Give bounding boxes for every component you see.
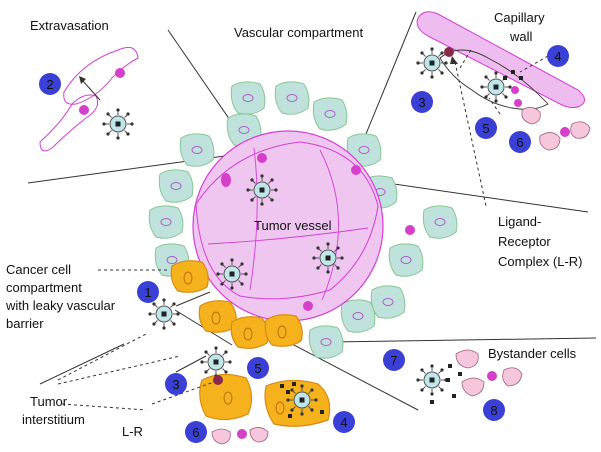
label-cancer-cell-4: barrier bbox=[6, 316, 44, 331]
number-badge-6-top: 6 bbox=[509, 131, 531, 153]
bystander-immune-cell bbox=[415, 363, 449, 397]
number-badge-7: 7 bbox=[383, 349, 405, 371]
svg-text:4: 4 bbox=[554, 49, 561, 64]
bystander-inset bbox=[415, 349, 523, 404]
number-badge-1: 1 bbox=[137, 281, 159, 303]
number-badge-5-bottom: 5 bbox=[247, 357, 269, 379]
label-vascular-compartment: Vascular compartment bbox=[234, 25, 363, 40]
label-tumor-interstitium-1: Tumor bbox=[30, 394, 68, 409]
svg-text:8: 8 bbox=[490, 403, 497, 418]
extravasation-nucleus-bottom bbox=[79, 105, 89, 115]
extravasation-nucleus-top bbox=[115, 68, 125, 78]
label-ligand-receptor-2: Receptor bbox=[498, 234, 551, 249]
svg-text:3: 3 bbox=[172, 377, 179, 392]
extravasation-inset bbox=[39, 46, 139, 152]
label-lr: L-R bbox=[122, 424, 143, 439]
compartment-immune-cell bbox=[147, 297, 181, 331]
number-badge-5-top: 5 bbox=[475, 117, 497, 139]
label-cancer-cell-1: Cancer cell bbox=[6, 262, 71, 277]
cancer-cell-1 bbox=[170, 260, 209, 293]
number-badge-6-bottom: 6 bbox=[185, 421, 207, 443]
svg-text:7: 7 bbox=[390, 353, 397, 368]
number-badge-8: 8 bbox=[483, 399, 505, 421]
interstitium-immune-cell-1 bbox=[199, 345, 233, 379]
svg-text:1: 1 bbox=[144, 285, 151, 300]
number-badge-4-bottom: 4 bbox=[333, 411, 355, 433]
number-badge-3-bottom: 3 bbox=[165, 373, 187, 395]
number-badge-3-top: 3 bbox=[411, 91, 433, 113]
label-ligand-receptor-1: Ligand- bbox=[498, 214, 541, 229]
vessel-immune-cell-right bbox=[311, 241, 345, 275]
lr-complex-dot bbox=[444, 47, 454, 57]
svg-text:5: 5 bbox=[254, 361, 261, 376]
svg-text:5: 5 bbox=[482, 121, 489, 136]
interstitium-inset bbox=[151, 345, 331, 445]
label-capillary-wall-2: wall bbox=[509, 29, 533, 44]
svg-text:2: 2 bbox=[46, 77, 53, 92]
svg-text:6: 6 bbox=[192, 425, 199, 440]
number-badge-2: 2 bbox=[39, 73, 61, 95]
label-tumor-vessel: Tumor vessel bbox=[254, 218, 332, 233]
vessel-immune-cell-top bbox=[245, 173, 279, 207]
interstitium-immune-cell-2 bbox=[285, 383, 319, 417]
vessel-immune-cell-left bbox=[215, 257, 249, 291]
number-badge-4-top: 4 bbox=[547, 45, 569, 67]
label-cancer-cell-3: with leaky vascular bbox=[5, 298, 116, 313]
svg-text:4: 4 bbox=[340, 415, 347, 430]
tumor-vessel-group bbox=[148, 81, 458, 359]
label-cancer-cell-2: compartment bbox=[6, 280, 82, 295]
interstitial-nucleus bbox=[405, 225, 415, 235]
cancer-cell-2 bbox=[198, 300, 237, 333]
label-ligand-receptor-3: Complex (L-R) bbox=[498, 254, 583, 269]
label-capillary-wall-1: Capillary bbox=[494, 10, 545, 25]
svg-text:6: 6 bbox=[516, 135, 523, 150]
label-tumor-interstitium-2: interstitium bbox=[22, 412, 85, 427]
capillary-wall-inset bbox=[415, 11, 591, 207]
label-extravasation: Extravasation bbox=[30, 18, 109, 33]
label-pointers bbox=[57, 333, 181, 411]
cancer-cell-4 bbox=[264, 314, 303, 347]
label-bystander-cells: Bystander cells bbox=[488, 346, 577, 361]
cancer-cell-3 bbox=[230, 316, 269, 349]
svg-text:3: 3 bbox=[418, 95, 425, 110]
capillary-immune-cell-1 bbox=[415, 46, 449, 80]
extravasation-immune-cell bbox=[101, 107, 135, 141]
